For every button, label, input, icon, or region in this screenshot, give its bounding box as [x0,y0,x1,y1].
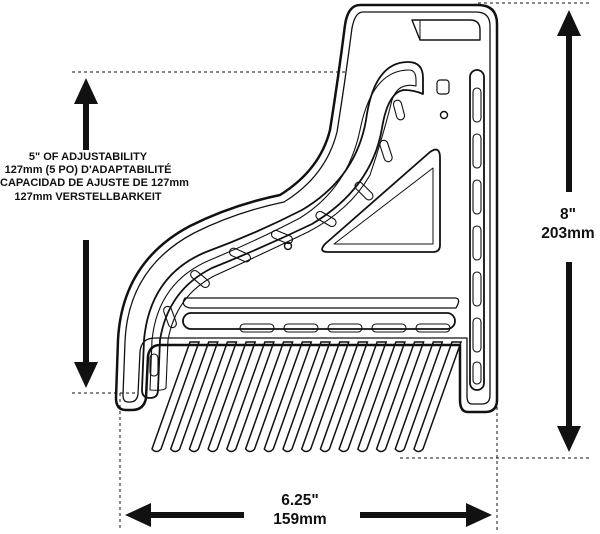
adjustability-line-1: 5" OF ADJUSTABILITY [28,151,148,163]
adjustability-line-4: 127mm VERSTELLBARKEIT [14,190,162,203]
curved-slot-ribs [149,99,406,377]
finger-2 [169,341,219,453]
width-arrow-right-head [466,503,492,527]
width-metric: 159mm [273,510,327,528]
finger-3 [188,341,238,453]
finger-1 [151,341,201,453]
finger-4 [207,341,257,453]
adjustment-slot-curved-inner [149,69,417,391]
finger-15 [413,341,463,453]
finger-13 [375,341,425,453]
adjust-arrow-up-head [74,78,98,104]
height-imperial: 8" [560,206,576,223]
adjustability-line-3: CAPACIDAD DE AJUSTE DE 127mm [0,177,189,190]
dimension-guide-lines [72,2,590,530]
finger-7 [263,341,313,453]
finger-14 [394,341,444,453]
finger-10 [319,341,369,453]
adjust-arrow-down-head [74,362,98,388]
dimension-arrows [74,10,581,527]
featherboard-body [114,3,499,414]
adjustability-line-2: 127mm (5 PO) D'ADAPTABILITÉ [4,164,172,177]
horizontal-slot-ribs [239,323,451,333]
width-arrow-left-head [125,503,151,527]
finger-9 [300,341,350,453]
featherboard-fingers [151,341,463,453]
finger-5 [226,341,275,453]
height-arrow-up-head [557,10,581,36]
triangular-cutout-inner [333,167,434,245]
triangular-cutout [321,148,441,253]
adjustment-slot-horizontal [182,312,456,330]
upper-diagonal-slot [411,19,481,41]
body-outline [114,3,499,414]
finger-11 [338,341,388,453]
finger-12 [357,341,406,453]
vertical-slot-ribs [472,87,482,385]
adjustment-slot-vertical [469,69,485,391]
mounting-hole-upper [439,110,449,120]
mounting-hole-lower [283,241,293,251]
width-label: 6.25" 159mm [240,492,360,529]
pivot-slot [436,79,450,95]
finger-6 [244,341,294,453]
width-imperial: 6.25" [281,492,319,509]
body-inner-outline [122,11,491,405]
height-label: 8" 203mm [536,206,600,243]
finger-8 [282,341,332,453]
height-arrow-down-head [557,426,581,452]
lower-brace-slot [182,297,460,309]
adjustability-label: 5" OF ADJUSTABILITY 127mm (5 PO) D'ADAPT… [0,151,189,204]
height-metric: 203mm [541,224,595,242]
